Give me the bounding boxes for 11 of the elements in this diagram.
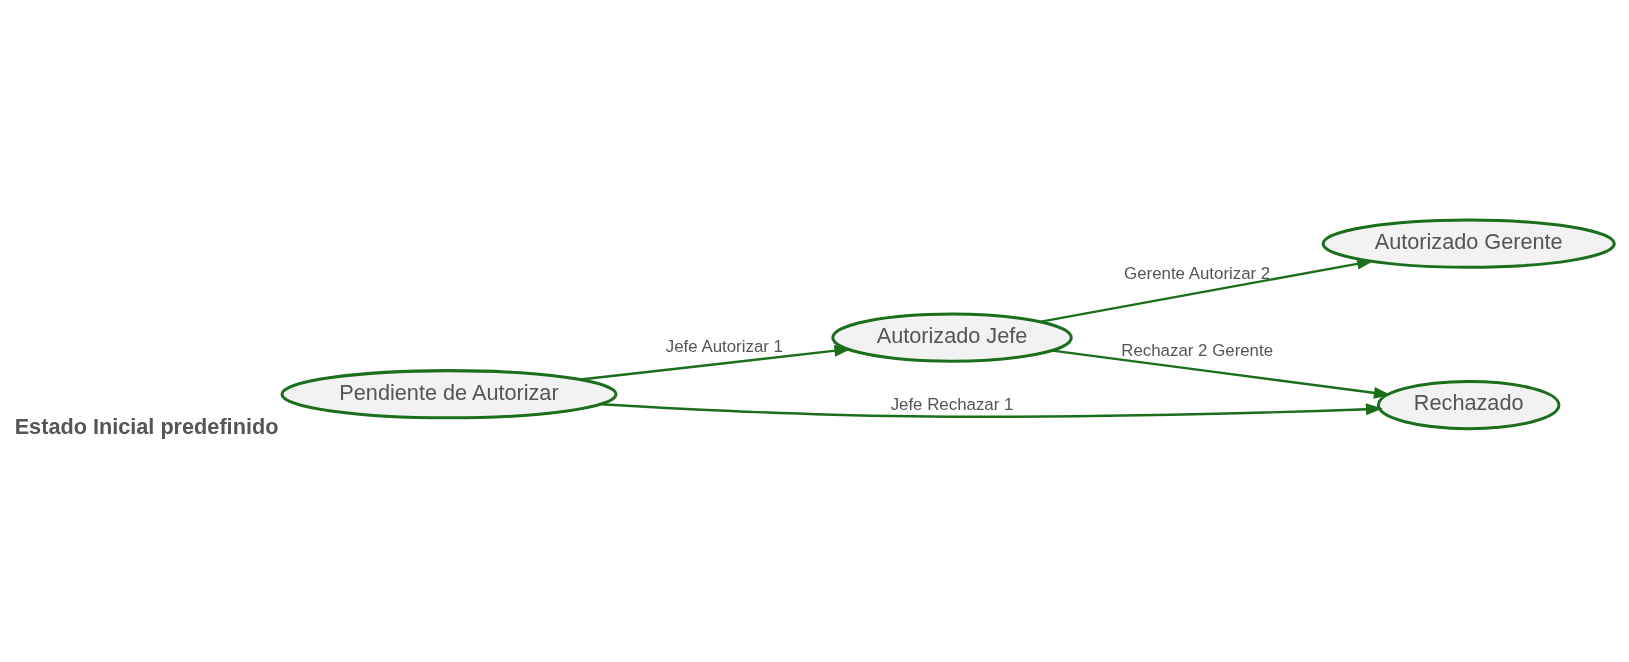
arrow	[1040, 257, 1374, 323]
node-label: Estado Inicial predefinido	[14, 414, 279, 440]
arrow	[580, 344, 852, 381]
edge-label: Jefe Rechazar 1	[890, 395, 1014, 415]
edge-label: Rechazar 2 Gerente	[1121, 340, 1274, 360]
node-ellipse: Pendiente de Autorizar	[280, 369, 618, 420]
arrow	[600, 402, 1383, 418]
edge-label: Gerente Autorizar 2	[1124, 263, 1271, 283]
edge-label: Jefe Autorizar 1	[665, 337, 783, 357]
arrow	[1052, 349, 1391, 399]
node-ellipse: Rechazado	[1376, 379, 1561, 431]
